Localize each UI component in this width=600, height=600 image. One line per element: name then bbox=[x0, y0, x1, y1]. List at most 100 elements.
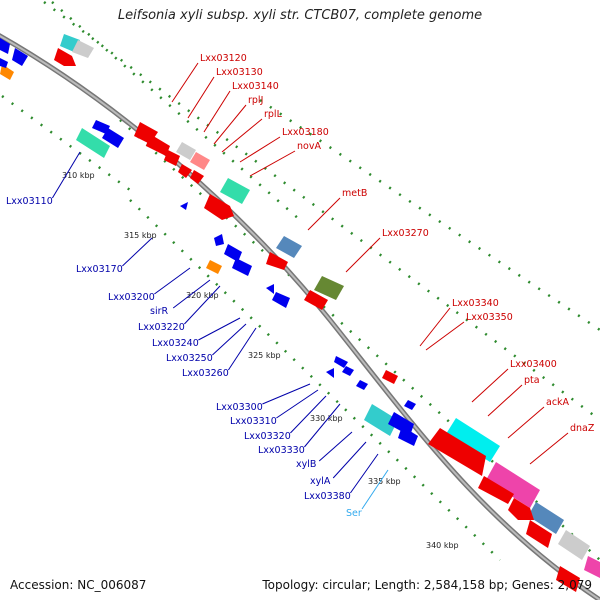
gene-arrow bbox=[180, 202, 188, 210]
gene-label-forward[interactable]: pta bbox=[524, 375, 540, 386]
gene-arrow bbox=[0, 58, 8, 68]
gene-arrow bbox=[0, 38, 10, 54]
gene-arrow bbox=[206, 260, 222, 274]
tick-label: 330 kbp bbox=[310, 414, 343, 423]
label-leader-line bbox=[172, 279, 211, 309]
gene-label-reverse[interactable]: Lxx03170 bbox=[76, 264, 123, 275]
gene-arrow bbox=[558, 530, 590, 560]
label-leader-line bbox=[307, 197, 341, 231]
map-title: Leifsonia xyli subsp. xyli str. CTCB07, … bbox=[117, 8, 483, 23]
gene-label-forward[interactable]: Lxx03340 bbox=[452, 298, 499, 309]
gene-arrow bbox=[224, 244, 242, 262]
gene-arrow bbox=[220, 178, 250, 204]
label-leader-line bbox=[198, 317, 241, 341]
gene-label-forward[interactable]: Lxx03270 bbox=[382, 228, 429, 239]
label-leader-line bbox=[262, 383, 311, 405]
gene-arrow bbox=[486, 462, 540, 508]
tick-dot-line bbox=[259, 98, 600, 332]
label-leader-line bbox=[487, 384, 523, 417]
tick-label: 325 kbp bbox=[248, 351, 281, 360]
label-leader-line bbox=[213, 104, 247, 145]
gene-label-forward[interactable]: rplL bbox=[264, 109, 283, 120]
gene-arrow bbox=[178, 164, 192, 178]
gene-arrow bbox=[54, 48, 76, 66]
gene-label-reverse[interactable]: Lxx03300 bbox=[216, 402, 263, 413]
gene-label-forward[interactable]: metB bbox=[342, 188, 367, 199]
gene-label-reverse[interactable]: Lxx03320 bbox=[244, 431, 291, 442]
gene-label-forward[interactable]: novA bbox=[297, 141, 321, 152]
gene-label-forward[interactable]: Lxx03350 bbox=[466, 312, 513, 323]
gene-arrow bbox=[76, 128, 110, 158]
gene-label-forward[interactable]: Lxx03180 bbox=[282, 127, 329, 138]
gene-label-reverse[interactable]: xylA bbox=[310, 476, 331, 487]
gene-label-forward[interactable]: rplJ bbox=[248, 95, 263, 106]
tick-label: 335 kbp bbox=[368, 477, 401, 486]
label-leader-line bbox=[507, 406, 545, 439]
gene-label-reverse[interactable]: Lxx03240 bbox=[152, 338, 199, 349]
gene-label-reverse[interactable]: Lxx03260 bbox=[182, 368, 229, 379]
tick-dot-line bbox=[129, 199, 501, 561]
gene-arrow bbox=[314, 276, 344, 300]
gene-label-forward[interactable]: Lxx03120 bbox=[200, 53, 247, 64]
gene-arrow bbox=[0, 64, 14, 80]
label-leader-line bbox=[184, 285, 221, 325]
label-leader-line bbox=[212, 323, 247, 356]
gene-label-forward[interactable]: Lxx03130 bbox=[216, 67, 263, 78]
label-leader-line bbox=[187, 76, 215, 119]
gene-arrow bbox=[356, 380, 368, 390]
gene-arrow bbox=[446, 418, 500, 462]
gene-label-reverse[interactable]: Lxx03250 bbox=[166, 353, 213, 364]
label-leader-line bbox=[529, 432, 569, 465]
tick-dot-line bbox=[51, 1, 301, 221]
label-leader-line bbox=[425, 321, 465, 351]
gene-arrow bbox=[72, 40, 94, 58]
gene-arrow bbox=[190, 170, 204, 184]
label-leader-line bbox=[361, 469, 389, 510]
tick-dot-line bbox=[119, 119, 600, 561]
tick-dot-line bbox=[1, 94, 131, 192]
gene-label-reverse[interactable]: Lxx03310 bbox=[230, 416, 277, 427]
label-leader-line bbox=[304, 403, 341, 448]
gene-arrow bbox=[266, 284, 274, 294]
tick-label: 315 kbp bbox=[124, 231, 157, 240]
tick-label: 340 kbp bbox=[426, 541, 459, 550]
label-leader-line bbox=[332, 441, 367, 479]
label-leader-line bbox=[239, 136, 281, 163]
gene-arrow bbox=[304, 290, 328, 310]
gene-arrow bbox=[428, 428, 486, 476]
gene-arrow bbox=[404, 400, 416, 410]
gene-label-forward[interactable]: dnaZ bbox=[570, 423, 595, 434]
gene-label-reverse[interactable]: Lxx03110 bbox=[6, 196, 53, 207]
tick-dot-lines bbox=[1, 1, 600, 561]
gene-arrow bbox=[102, 128, 124, 148]
gene-arrow bbox=[478, 476, 514, 504]
label-leader-line bbox=[203, 90, 231, 133]
gene-label-forward[interactable]: Lxx03400 bbox=[510, 359, 557, 370]
gene-arrow bbox=[326, 368, 334, 378]
gene-arrow bbox=[526, 520, 552, 548]
gene-label-reverse[interactable]: xylB bbox=[296, 459, 316, 470]
gene-label-rna[interactable]: Ser bbox=[346, 508, 362, 519]
gene-arrow bbox=[556, 566, 580, 592]
rna-gene-labels: Ser bbox=[346, 469, 389, 519]
label-leader-line bbox=[154, 267, 191, 295]
gene-label-forward[interactable]: Lxx03140 bbox=[232, 81, 279, 92]
gene-arrow bbox=[214, 234, 224, 246]
gene-label-reverse[interactable]: sirR bbox=[150, 306, 168, 317]
gene-label-reverse[interactable]: Lxx03200 bbox=[108, 292, 155, 303]
gene-label-reverse[interactable]: Lxx03330 bbox=[258, 445, 305, 456]
gene-label-reverse[interactable]: Lxx03380 bbox=[304, 491, 351, 502]
gene-label-reverse[interactable]: Lxx03220 bbox=[138, 322, 185, 333]
label-leader-line bbox=[221, 118, 263, 153]
label-leader-line bbox=[345, 237, 381, 273]
gene-arrow bbox=[266, 252, 288, 270]
label-leader-line bbox=[276, 389, 319, 419]
label-leader-line bbox=[290, 395, 327, 434]
gene-label-forward[interactable]: ackA bbox=[546, 397, 570, 408]
gene-arrow bbox=[364, 404, 398, 436]
label-leader-line bbox=[249, 150, 296, 177]
